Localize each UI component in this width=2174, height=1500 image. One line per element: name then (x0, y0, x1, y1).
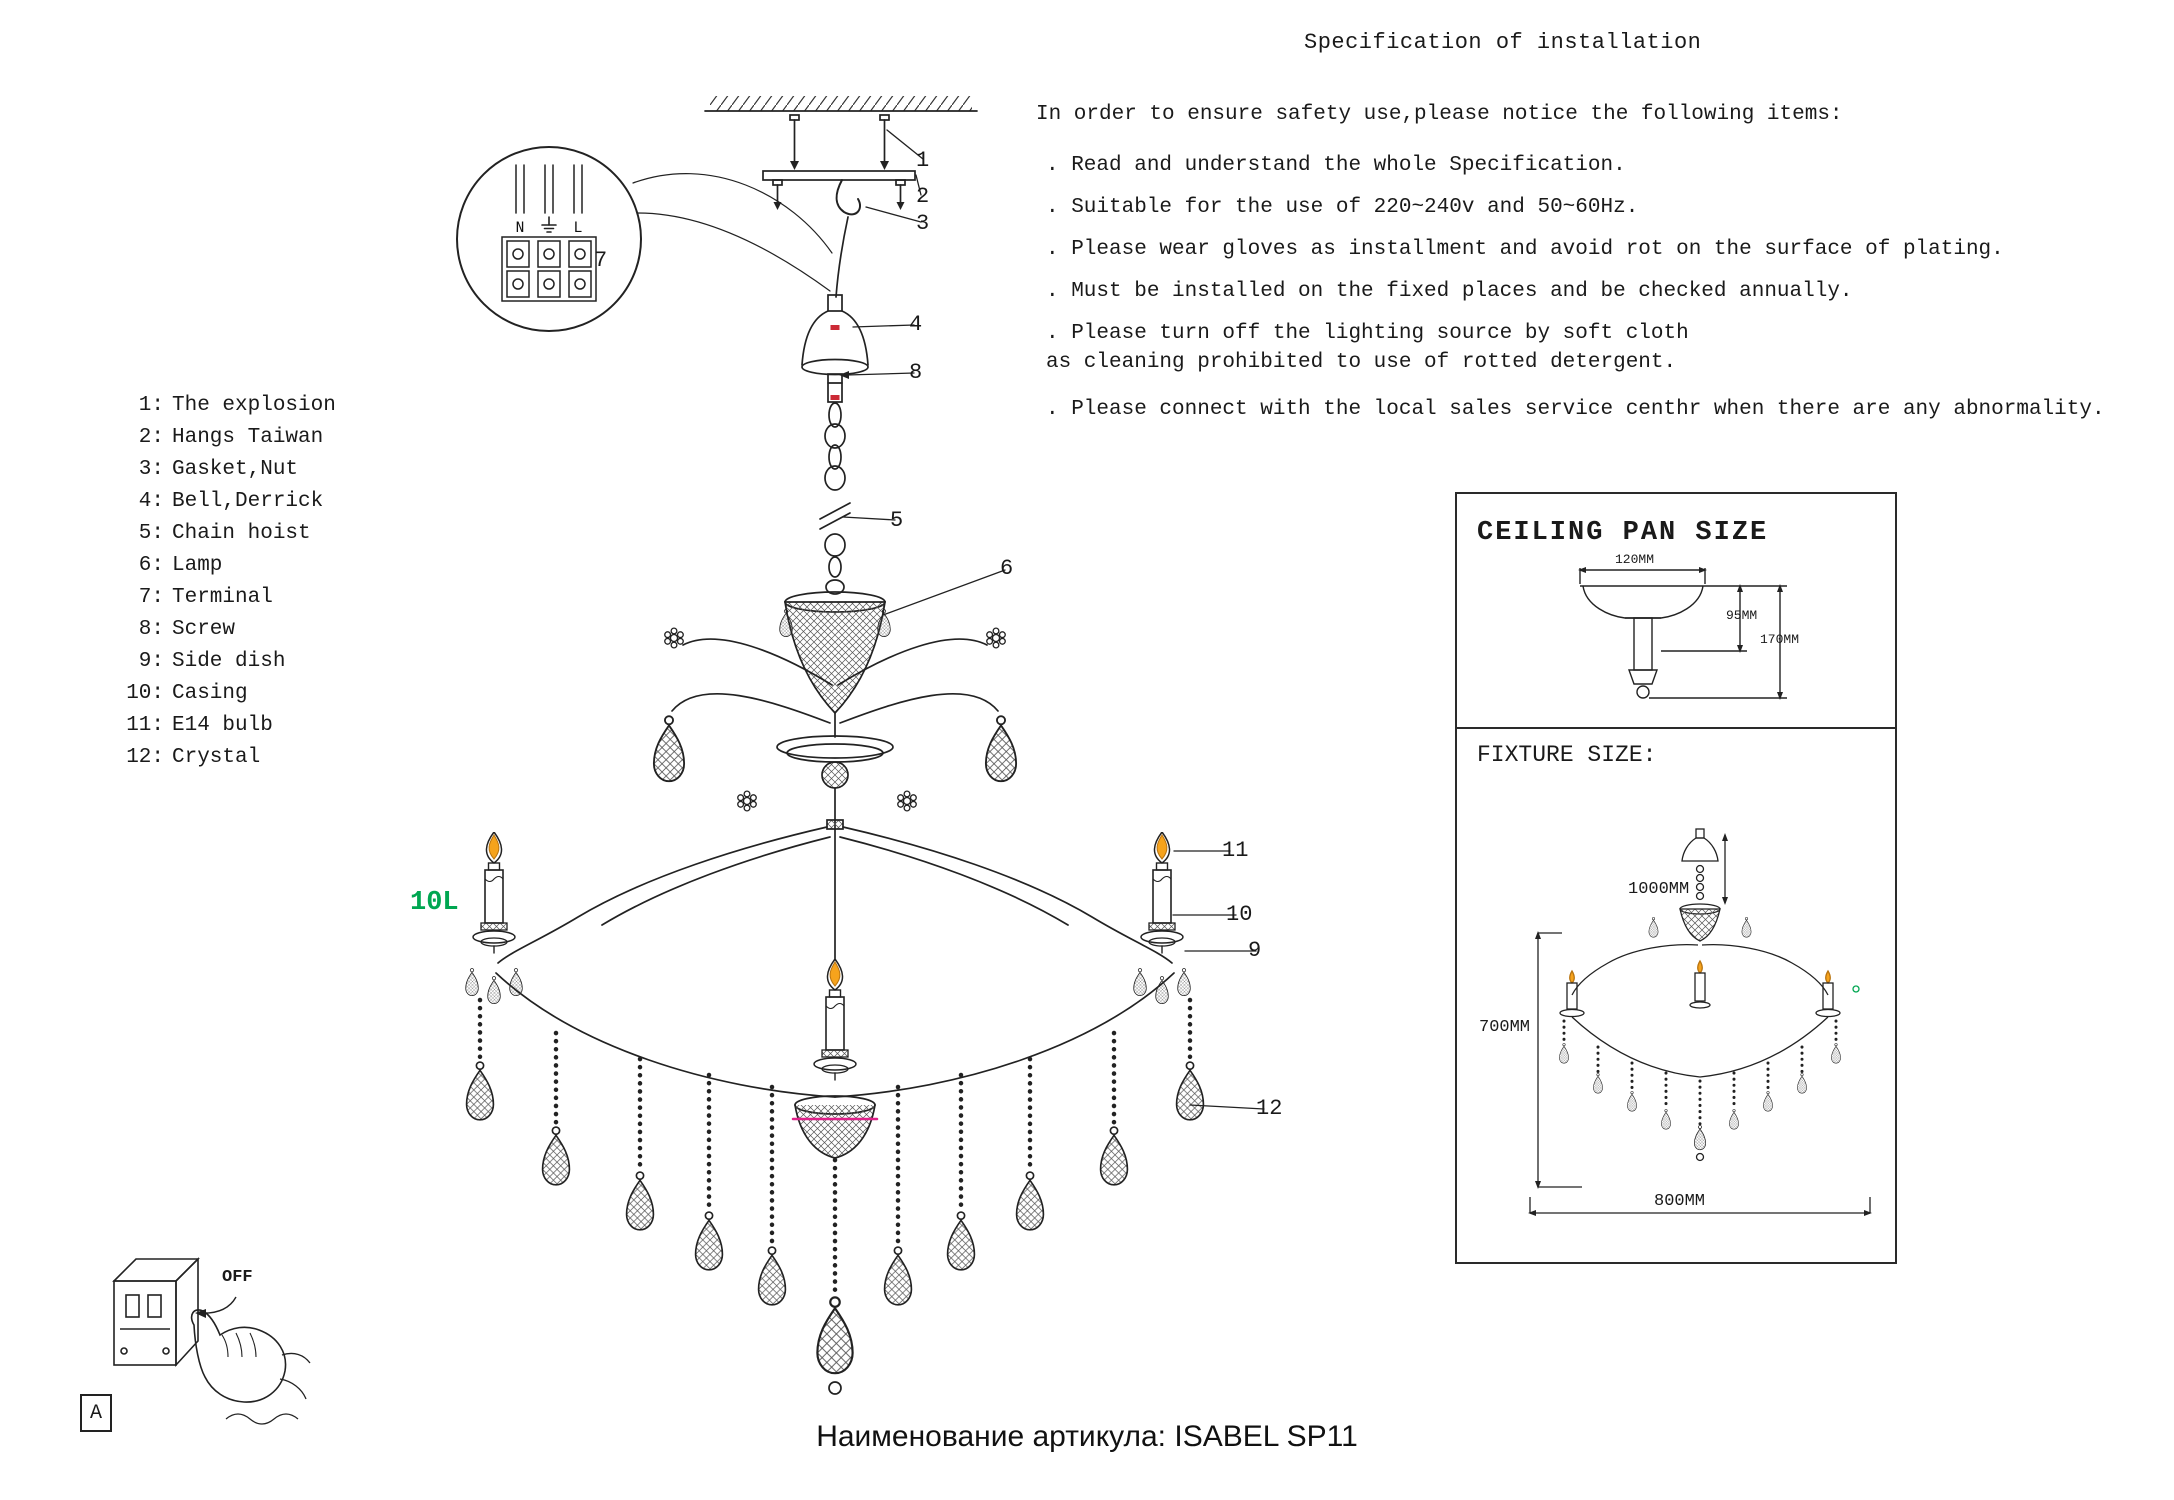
upper-arms (652, 627, 1018, 812)
canopy-bell (801, 216, 869, 403)
parts-item: 2:Hangs Taiwan (138, 426, 324, 449)
callout-5: 5 (890, 508, 904, 533)
parts-item: 7:Terminal (138, 586, 273, 609)
pan-width-dim: 120MM (1615, 552, 1655, 567)
ceiling-hatch (704, 96, 978, 112)
switch-off-inset (112, 1257, 311, 1425)
callout-2: 2 (916, 184, 930, 209)
parts-item: 10:Casing (126, 682, 248, 705)
panel-divider (1457, 727, 1895, 729)
chandelier-diagram: N L (456, 96, 1265, 1395)
fixture-height-dim: 1000MM (1626, 880, 1692, 899)
fixture-width-dim: 800MM (1652, 1192, 1708, 1211)
fixture-size-drawing (1528, 828, 1872, 1216)
parts-item: 11:E14 bulb (126, 714, 273, 737)
callout-12: 12 (1256, 1096, 1283, 1121)
ground-icon (541, 216, 557, 233)
parts-item: 3:Gasket,Nut (138, 458, 299, 481)
pan-depth-dim: 95MM (1726, 608, 1758, 623)
safety-item: . Please turn off the lighting source by… (1046, 322, 1689, 374)
ceiling-pan-drawing (1578, 567, 1787, 700)
chain-break-icon (819, 502, 851, 520)
callout-4: 4 (909, 312, 923, 337)
crystal-basket (779, 579, 891, 738)
parts-item: 4:Bell,Derrick (138, 490, 324, 513)
callout-6: 6 (1000, 556, 1014, 581)
safety-item: . Read and understand the whole Specific… (1046, 154, 1626, 177)
safety-item: . Please connect with the local sales se… (1046, 398, 2105, 421)
parts-item: 6:Lamp (138, 554, 223, 577)
article-name: Наименование артикула: ISABEL SP11 (816, 1420, 1358, 1453)
terminal-detail: N L (456, 146, 833, 332)
frame-corner-label: A (80, 1394, 112, 1432)
bottom-cup (791, 1095, 879, 1159)
lamp-count-label: 10L (410, 888, 459, 918)
fixture-size-title: FIXTURE SIZE: (1477, 742, 1657, 768)
terminal-l-label: L (574, 220, 582, 236)
callout-9: 9 (1248, 938, 1262, 963)
breaker-toggle (125, 1294, 140, 1318)
parts-item: 12:Crystal (126, 746, 261, 769)
parts-item: 8:Screw (138, 618, 236, 641)
safety-notes: In order to ensure safety use,please not… (1036, 100, 2146, 437)
callout-7: 7 (594, 248, 608, 273)
mounting-hardware (762, 114, 916, 216)
fixture-body-dim: 700MM (1477, 1018, 1533, 1037)
ceiling-pan-title: CEILING PAN SIZE (1477, 518, 1769, 548)
callout-8: 8 (909, 360, 923, 385)
center-column (776, 735, 894, 961)
switch-off-label: OFF (222, 1268, 253, 1287)
right-candle (1140, 832, 1184, 954)
crystal-skirt (465, 972, 1205, 1395)
size-panel: CEILING PAN SIZE FIXTURE SIZE: (1455, 492, 1897, 1264)
page-title: Specification of installation (1304, 30, 1702, 55)
callout-3: 3 (916, 211, 930, 236)
parts-item: 5:Chain hoist (138, 522, 311, 545)
callout-10: 10 (1226, 902, 1253, 927)
hook-icon (835, 179, 862, 216)
terminal-n-label: N (516, 220, 524, 236)
callout-1: 1 (916, 148, 930, 173)
safety-item: . Must be installed on the fixed places … (1046, 280, 1853, 303)
center-candle (813, 959, 857, 1081)
pan-height-dim: 170MM (1760, 632, 1800, 647)
parts-item: 1:The explosion (138, 394, 336, 417)
callout-11: 11 (1222, 838, 1249, 863)
left-candle (472, 832, 516, 954)
parts-list: 1:The explosion 2:Hangs Taiwan 3:Gasket,… (118, 390, 336, 774)
hand-icon (190, 1309, 287, 1403)
safety-item: . Suitable for the use of 220~240v and 5… (1046, 196, 1639, 219)
arms-and-candles (465, 826, 1191, 1081)
hanging-chain (819, 402, 851, 578)
safety-item: . Please wear gloves as installment and … (1046, 238, 2004, 261)
safety-intro: In order to ensure safety use,please not… (1036, 103, 1843, 126)
callout-leaders (839, 129, 1265, 1110)
parts-item: 9:Side dish (138, 650, 286, 673)
breaker-toggle (147, 1294, 162, 1318)
